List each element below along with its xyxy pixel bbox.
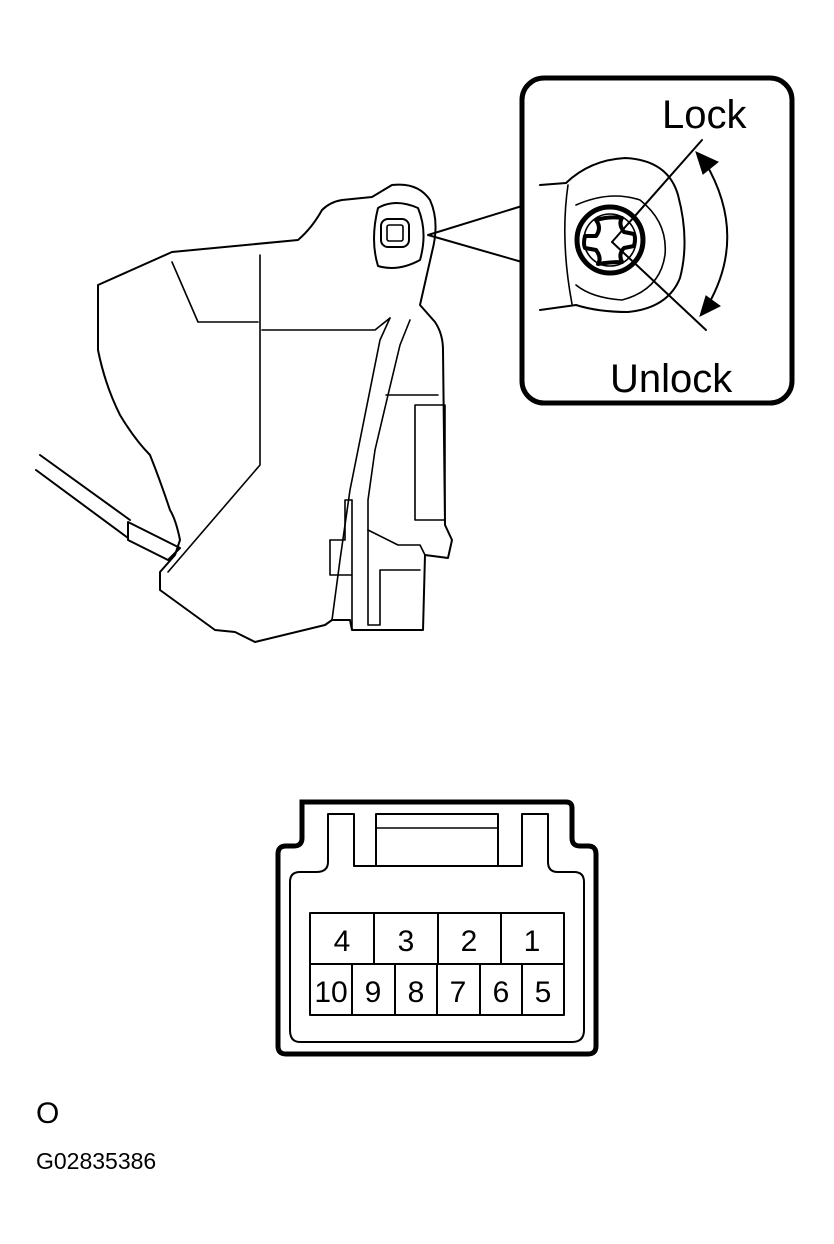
connector-outer-housing (275, 799, 599, 1057)
pin-number: 2 (461, 925, 478, 958)
lock-mount-boss (373, 202, 425, 269)
lock-channel (331, 317, 391, 621)
lock-connector-slot (329, 499, 353, 541)
arrowhead-unlock (699, 295, 721, 317)
pin-number: 10 (314, 976, 347, 1009)
lock-position-line (611, 139, 703, 243)
pin-number: 5 (535, 976, 552, 1009)
lock-center-divider (167, 254, 261, 573)
lock-horizontal-seam (261, 317, 391, 331)
connector-lock-tab (375, 813, 499, 867)
footer-mark: O (36, 1097, 59, 1130)
screw-head-small (380, 218, 410, 248)
callout-frame (519, 75, 795, 406)
lock-channel-inner (367, 319, 411, 531)
pin-number: 8 (408, 976, 425, 1009)
lock-label: Lock (662, 93, 747, 137)
callout-pointer (427, 205, 523, 263)
screw-slot-cross (582, 215, 637, 266)
unlock-position-line (611, 241, 707, 331)
pin-number: 4 (334, 925, 351, 958)
screw-head-large (574, 204, 646, 276)
lock-cable-sleeve (127, 521, 181, 561)
lock-cable-upper (39, 454, 131, 521)
lock-inner-edge (171, 261, 259, 323)
unlock-label: Unlock (610, 357, 733, 401)
callout-boss-outline (539, 157, 686, 313)
pin-number: 9 (365, 976, 382, 1009)
connector-pinout: 4 3 2 1 10 9 8 7 6 5 (275, 799, 599, 1057)
arrowhead-lock (695, 151, 719, 175)
pin-number: 3 (398, 925, 415, 958)
callout-magnified-view: Lock Unlock (519, 75, 795, 406)
pin-number: 6 (493, 976, 510, 1009)
figure-code: G02835386 (36, 1148, 156, 1174)
lock-body-outline (97, 183, 453, 643)
callout-boss-inner (564, 184, 667, 305)
pin-number: 1 (524, 925, 541, 958)
lock-cable-lower (35, 469, 129, 539)
lock-connector-housing (329, 499, 421, 631)
rotation-arc (704, 161, 729, 306)
door-lock-assembly (35, 183, 453, 643)
connector-inner-housing (289, 813, 585, 1043)
pin-number: 7 (450, 976, 467, 1009)
screw-recess-small (386, 224, 404, 242)
lock-rib (385, 394, 446, 521)
lock-lower-block (367, 529, 426, 556)
